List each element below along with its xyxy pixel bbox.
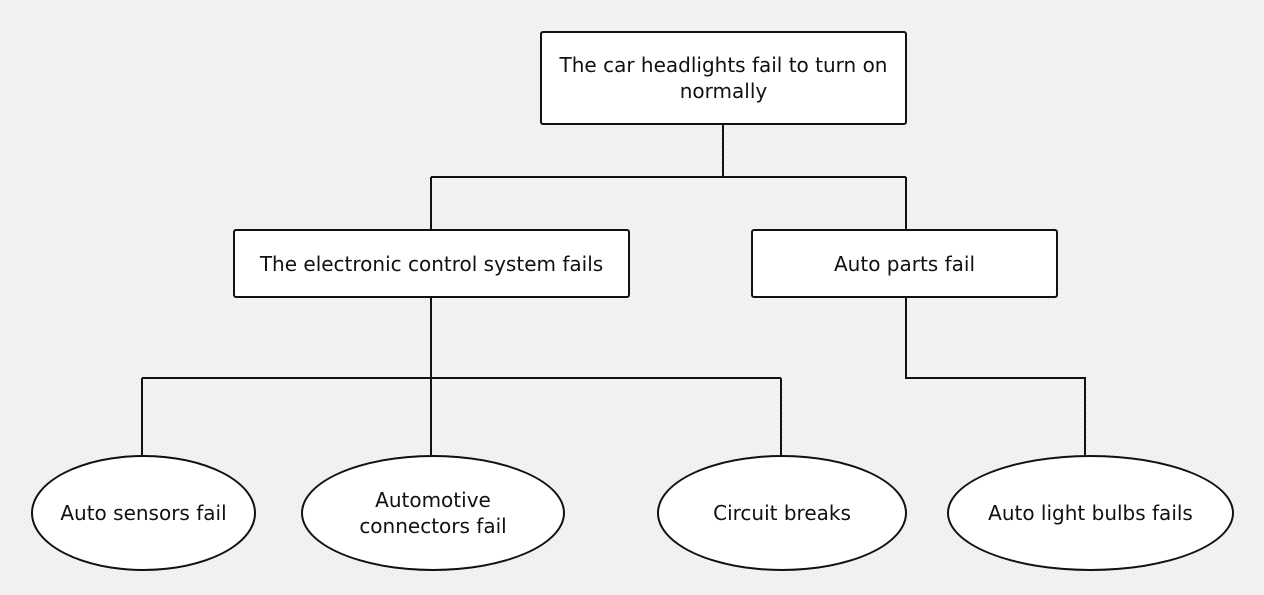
root-node: The car headlights fail to turn on norma… [540, 31, 907, 125]
leaf-label-automotive-connectors: Automotive connectors fail [359, 488, 507, 538]
leaf-node-auto-light-bulbs: Auto light bulbs fails [947, 455, 1234, 571]
leaf-label-circuit-breaks: Circuit breaks [713, 501, 851, 525]
leaf-node-auto-sensors: Auto sensors fail [31, 455, 256, 571]
leaf-label-auto-light-bulbs: Auto light bulbs fails [988, 501, 1193, 525]
root-label: The car headlights fail to turn on norma… [559, 53, 888, 103]
leaf-label-auto-sensors: Auto sensors fail [60, 501, 227, 525]
branch-label-auto-parts: Auto parts fail [834, 251, 975, 276]
branch-node-auto-parts: Auto parts fail [751, 229, 1058, 298]
branch-node-electronic-control: The electronic control system fails [233, 229, 630, 298]
leaf-node-automotive-connectors: Automotive connectors fail [301, 455, 565, 571]
connector-parts-to-bulbs [905, 298, 1086, 455]
branch-label-electronic-control: The electronic control system fails [259, 251, 604, 276]
leaf-node-circuit-breaks: Circuit breaks [657, 455, 907, 571]
